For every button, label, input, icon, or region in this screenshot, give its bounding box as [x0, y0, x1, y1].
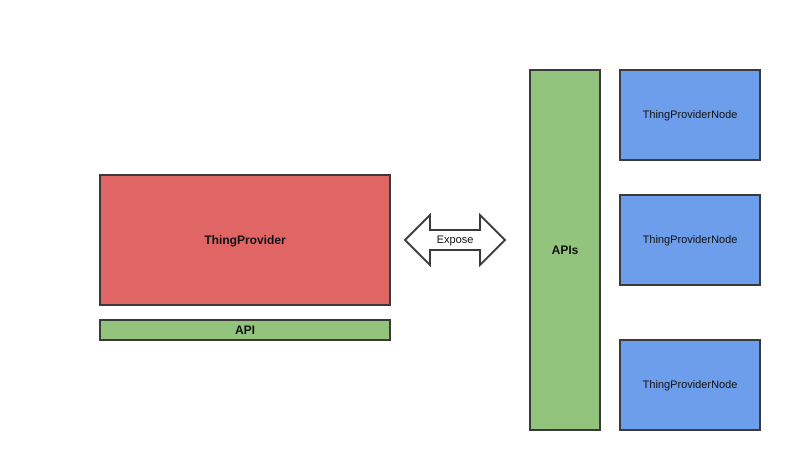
node-label: ThingProviderNode: [642, 234, 738, 246]
apis-column: APIs: [529, 69, 601, 431]
node-label: ThingProviderNode: [642, 379, 738, 391]
api-bar-label: API: [234, 323, 255, 337]
apis-column-label: APIs: [551, 243, 579, 257]
expose-arrow-shape: [403, 212, 507, 268]
expose-double-arrow: [403, 212, 507, 268]
api-bar: API: [99, 319, 391, 341]
thing-provider-label: ThingProvider: [204, 233, 286, 247]
node-label: ThingProviderNode: [642, 109, 738, 121]
thing-provider-node-3: ThingProviderNode: [619, 339, 761, 431]
expose-label: Expose: [436, 234, 474, 246]
thing-provider-box: ThingProvider: [99, 174, 391, 306]
thing-provider-node-2: ThingProviderNode: [619, 194, 761, 286]
thing-provider-node-1: ThingProviderNode: [619, 69, 761, 161]
